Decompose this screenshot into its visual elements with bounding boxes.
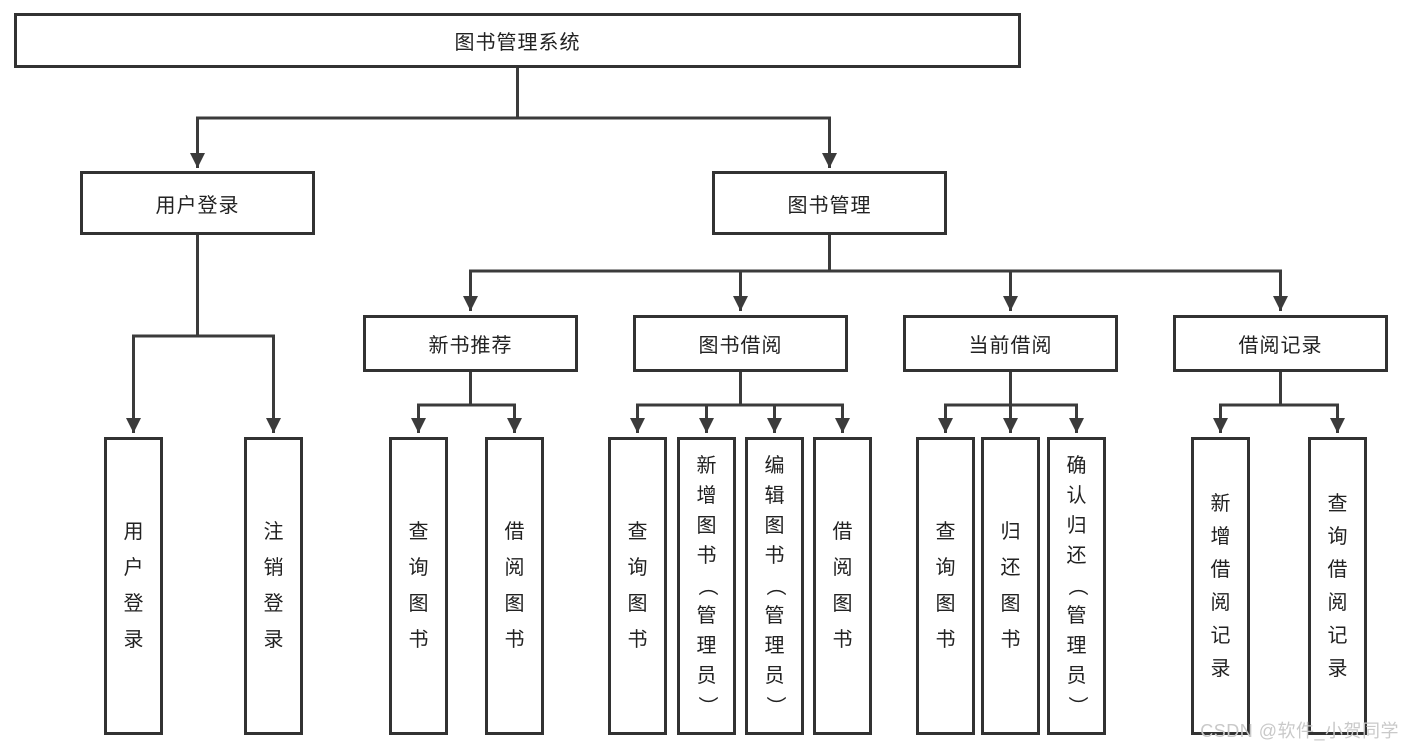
leaf-user-login-label: 用户登录 <box>123 521 144 651</box>
leaf-newbook-borrow-books-label: 借阅图书 <box>504 521 525 651</box>
leaf-records-query-record: 查询借阅记录 <box>1308 437 1367 735</box>
leaf-borrow-borrow-books: 借阅图书 <box>813 437 872 735</box>
node-root-label: 图书管理系统 <box>454 32 581 54</box>
leaf-borrow-query-books: 查询图书 <box>608 437 667 735</box>
node-current-borrow-label: 当前借阅 <box>968 335 1053 357</box>
leaf-records-add-record-label: 新增借阅记录 <box>1210 492 1231 680</box>
leaf-newbook-query-books-label: 查询图书 <box>408 521 429 651</box>
leaf-current-return-books-label: 归还图书 <box>1000 521 1021 651</box>
csdn-watermark: CSDN @软件_小贺同学 <box>1200 721 1399 741</box>
leaf-borrow-query-books-label: 查询图书 <box>627 521 648 651</box>
leaf-borrow-edit-books-admin: 编辑图书（管理员） <box>745 437 804 735</box>
node-book-borrow: 图书借阅 <box>633 315 848 372</box>
node-book-management: 图书管理 <box>712 171 947 235</box>
leaf-current-return-books: 归还图书 <box>981 437 1040 735</box>
leaf-logout-label: 注销登录 <box>263 521 284 651</box>
leaf-current-confirm-return-admin: 确认归还（管理员） <box>1047 437 1106 735</box>
node-root: 图书管理系统 <box>14 13 1021 68</box>
leaf-current-query-books-label: 查询图书 <box>935 521 956 651</box>
leaf-borrow-add-books-admin: 新增图书（管理员） <box>677 437 736 735</box>
leaf-records-add-record: 新增借阅记录 <box>1191 437 1250 735</box>
leaf-current-confirm-return-admin-label: 确认归还（管理员） <box>1065 455 1088 716</box>
leaf-borrow-borrow-books-label: 借阅图书 <box>832 521 853 651</box>
node-borrow-records-label: 借阅记录 <box>1238 335 1323 357</box>
node-borrow-records: 借阅记录 <box>1173 315 1388 372</box>
node-new-book-recommend-label: 新书推荐 <box>428 335 513 357</box>
leaf-logout: 注销登录 <box>244 437 303 735</box>
node-book-management-label: 图书管理 <box>787 194 872 217</box>
leaf-user-login: 用户登录 <box>104 437 163 735</box>
node-user-login: 用户登录 <box>80 171 315 235</box>
node-current-borrow: 当前借阅 <box>903 315 1118 372</box>
leaf-newbook-query-books: 查询图书 <box>389 437 448 735</box>
leaf-newbook-borrow-books: 借阅图书 <box>485 437 544 735</box>
leaf-borrow-edit-books-admin-label: 编辑图书（管理员） <box>763 455 786 716</box>
leaf-borrow-add-books-admin-label: 新增图书（管理员） <box>695 455 718 716</box>
leaf-current-query-books: 查询图书 <box>916 437 975 735</box>
node-book-borrow-label: 图书借阅 <box>698 335 783 357</box>
leaf-records-query-record-label: 查询借阅记录 <box>1327 492 1348 680</box>
node-new-book-recommend: 新书推荐 <box>363 315 578 372</box>
node-user-login-label: 用户登录 <box>155 194 240 217</box>
